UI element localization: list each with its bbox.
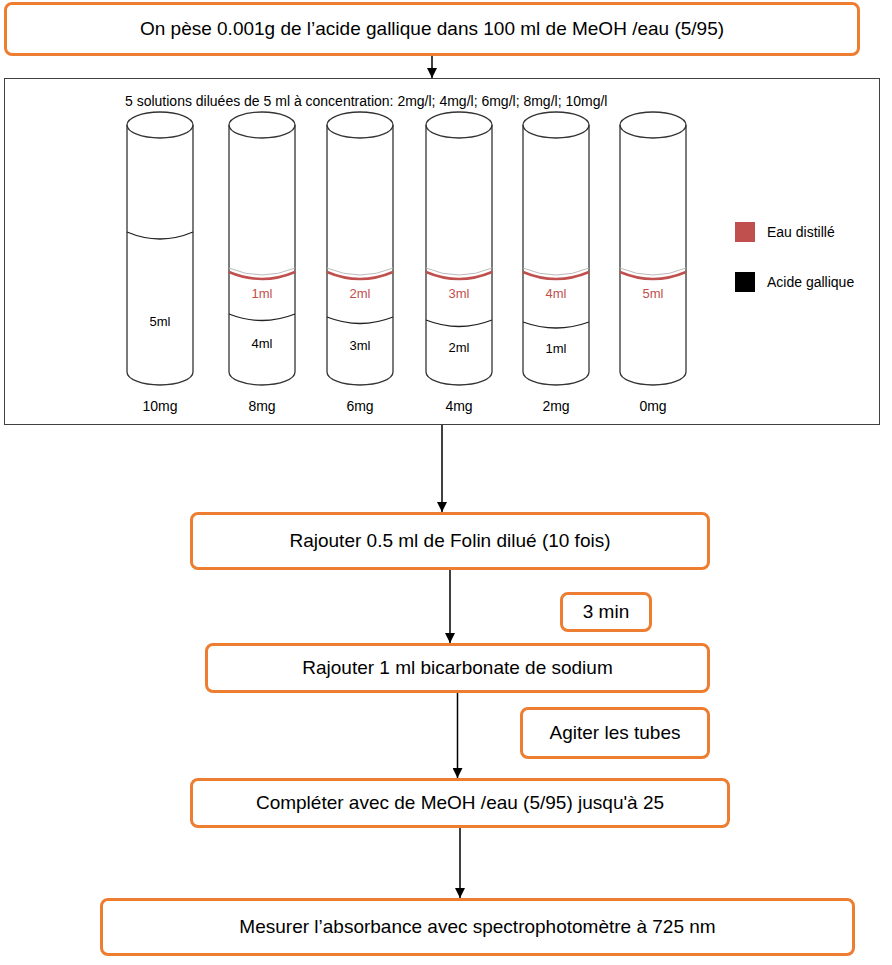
node-text: Agiter les tubes — [550, 722, 681, 745]
node-text: 3 min — [583, 601, 629, 624]
note-box: Agiter les tubes — [520, 707, 710, 759]
legend-text: Eau distillé — [767, 224, 835, 240]
test-tube — [127, 112, 193, 385]
tube-label: 8mg — [248, 398, 275, 414]
tube-label: 6mg — [346, 398, 373, 414]
tube-label: 3ml — [449, 286, 470, 301]
flow-arrow — [459, 828, 461, 898]
water-meniscus — [229, 272, 686, 279]
tube-label: 0mg — [639, 398, 666, 414]
tube-label: 2ml — [449, 340, 470, 355]
flow-arrow — [431, 56, 433, 78]
tube-label: 1ml — [252, 286, 273, 301]
tube-label: 1ml — [546, 341, 567, 356]
process-box: On pèse 0.001g de l’acide gallique dans … — [4, 2, 860, 56]
process-box: Compléter avec de MeOH /eau (5/95) jusqu… — [190, 778, 730, 828]
legend-swatch — [735, 272, 755, 292]
test-tube — [523, 112, 589, 385]
legend-swatch — [735, 222, 755, 242]
flow-arrow — [441, 425, 443, 512]
test-tube — [327, 112, 393, 385]
process-box: Rajouter 1 ml bicarbonate de sodium — [205, 643, 710, 693]
node-text: 5 solutions diluées de 5 ml à concentrat… — [125, 93, 607, 110]
tube-label: 4mg — [445, 398, 472, 414]
tube-label: 5ml — [150, 314, 171, 329]
timing-box: 3 min — [560, 592, 652, 632]
process-box: Rajouter 0.5 ml de Folin dilué (10 fois) — [190, 512, 710, 570]
flow-arrow — [449, 570, 451, 643]
node-text: Rajouter 1 ml bicarbonate de sodium — [302, 657, 613, 680]
dilution-panel: 5 solutions diluées de 5 ml à concentrat… — [4, 78, 880, 425]
test-tube — [620, 112, 686, 385]
tube-label: 10mg — [142, 398, 177, 414]
meniscus-shade — [229, 268, 686, 275]
node-text: Mesurer l’absorbance avec spectrophotomè… — [239, 916, 715, 939]
process-box: Mesurer l’absorbance avec spectrophotomè… — [100, 898, 855, 956]
test-tube — [229, 112, 295, 385]
flow-arrow — [457, 693, 459, 778]
test-tube — [426, 112, 492, 385]
node-text: Rajouter 0.5 ml de Folin dilué (10 fois) — [289, 530, 610, 553]
tube-label: 5ml — [643, 286, 664, 301]
tube-label: 4ml — [252, 336, 273, 351]
node-text: On pèse 0.001g de l’acide gallique dans … — [140, 18, 724, 41]
tube-label: 2ml — [350, 286, 371, 301]
acid-meniscus — [127, 232, 589, 328]
tube-label: 4ml — [546, 286, 567, 301]
node-text: Compléter avec de MeOH /eau (5/95) jusqu… — [256, 792, 664, 815]
legend-text: Acide gallique — [767, 274, 854, 290]
tube-label: 3ml — [350, 338, 371, 353]
tube-label: 2mg — [542, 398, 569, 414]
